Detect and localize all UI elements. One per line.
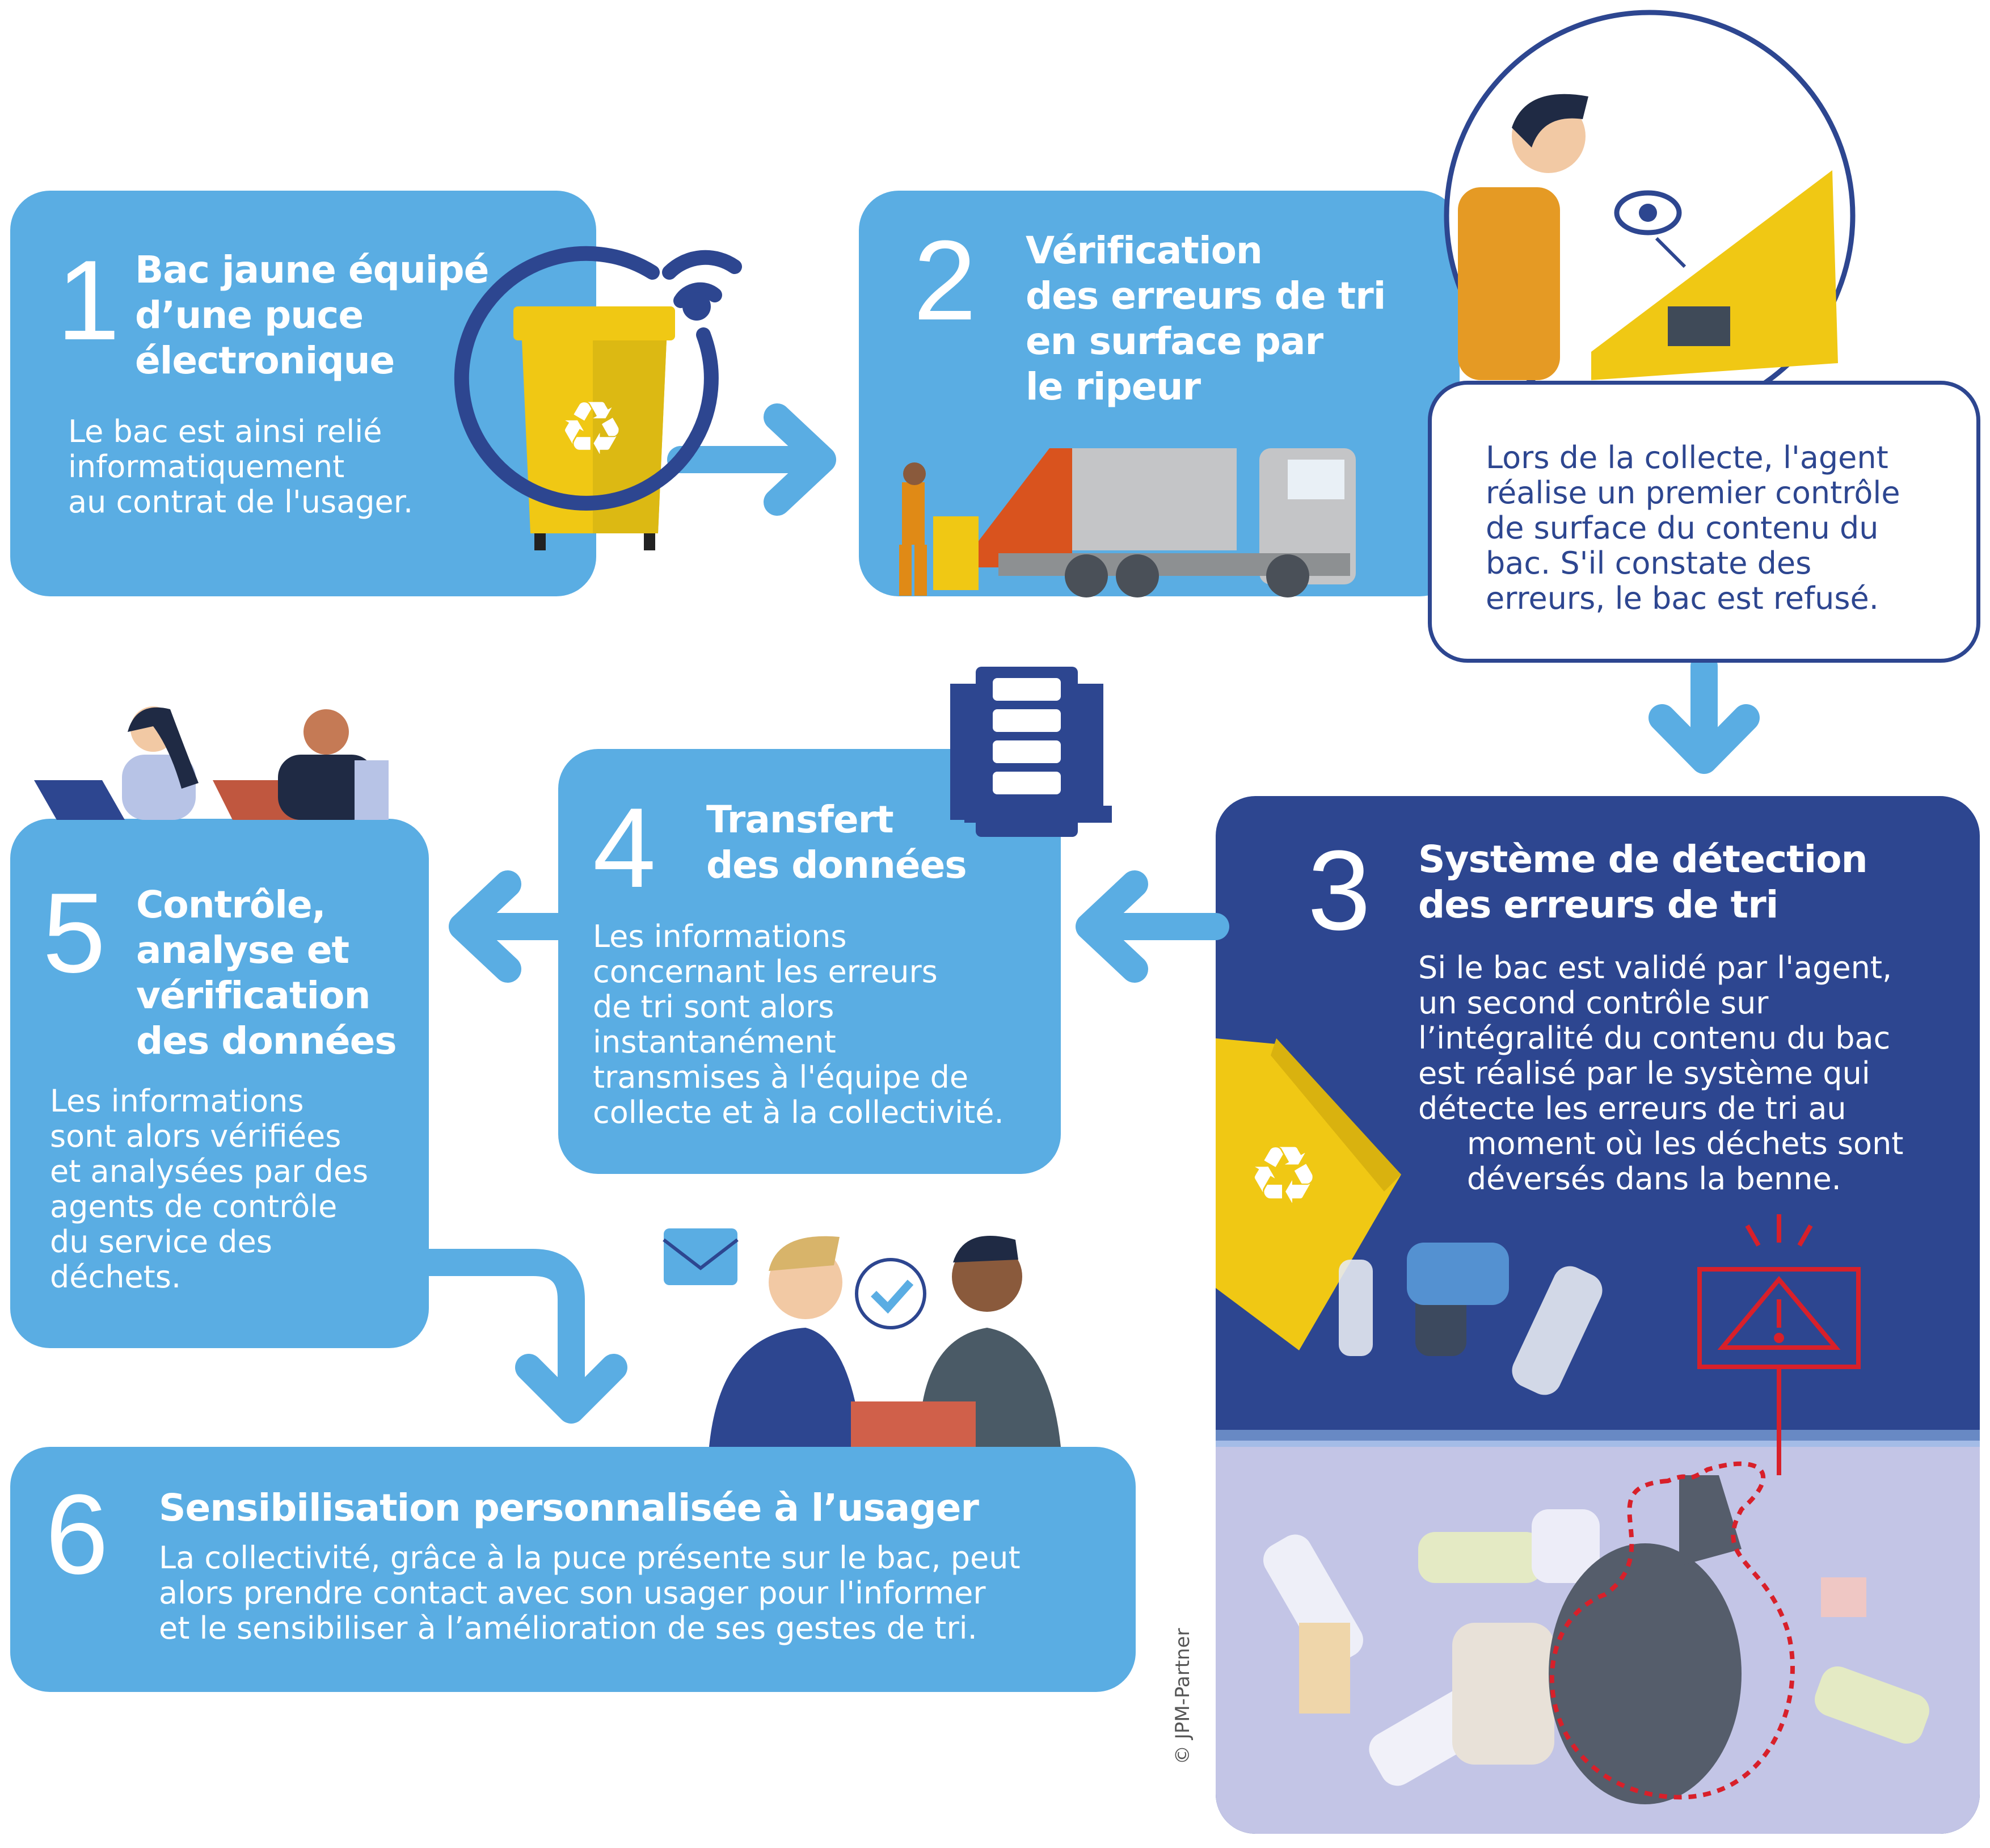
- arrow-4-to-5: [449, 870, 572, 983]
- svg-text:♻: ♻: [559, 385, 625, 472]
- step-6-description: La collectivité, grâce à la puce présent…: [159, 1540, 1021, 1646]
- step-4-number: 4: [593, 785, 656, 911]
- step-2-number: 2: [913, 217, 977, 344]
- step-1-card: [10, 191, 596, 596]
- step-5-number: 5: [43, 870, 106, 996]
- step-6-number: 6: [45, 1471, 109, 1598]
- yellow-bin-icon: ♻: [513, 306, 675, 550]
- step-3-description: Si le bac est validé par l'agent, un sec…: [1418, 950, 1904, 1197]
- warning-alert-icon: [1697, 1214, 1861, 1475]
- step-3-number: 3: [1308, 827, 1371, 954]
- call-center-operators-icon: [34, 706, 389, 820]
- step-1-description: Le bac est ainsi relié informatiquement …: [68, 414, 414, 520]
- garbage-truck-icon: [899, 448, 1356, 597]
- step-6-card: [10, 1447, 1136, 1692]
- svg-text:♻: ♻: [1248, 1130, 1319, 1222]
- step-1-title: Bac jaune équipé d’une puce électronique: [135, 248, 489, 382]
- arrow-1-to-2: [667, 403, 836, 516]
- step-1-number: 1: [57, 237, 120, 364]
- agent-and-user-illustration: [663, 1228, 1061, 1447]
- step-3-background: ♻: [1216, 796, 1980, 1834]
- step-5-description: Les informations sont alors vérifiées et…: [50, 1083, 369, 1295]
- step-4-title: Transfert des données: [706, 798, 967, 887]
- arrow-2-to-3: [1649, 653, 1760, 774]
- tipping-bin-icon: ♻: [1216, 1038, 1401, 1350]
- step-5-title: Contrôle, analyse et vérification des do…: [136, 883, 397, 1063]
- arrow-5-to-6: [415, 1249, 627, 1424]
- step-4-description: Les informations concernant les erreurs …: [593, 919, 1004, 1130]
- step-2-title: Vérification des erreurs de tri en surfa…: [1026, 229, 1386, 409]
- step-6-title: Sensibilisation personnalisée à l’usager: [159, 1486, 979, 1530]
- waste-bottles-icon: [1263, 1243, 1929, 1786]
- server-icon: [950, 667, 1112, 837]
- step-5-card: [10, 819, 429, 1348]
- agent-checking-bin-illustration: [1444, 10, 1856, 422]
- step-2-callout: Lors de la collecte, l'agent réalise un …: [1428, 381, 1980, 663]
- arrow-3-to-4: [1076, 870, 1229, 983]
- flow-arrows: [415, 403, 1760, 1424]
- garbage-bag-icon: [1549, 1461, 1795, 1804]
- step-3-title: Système de détection des erreurs de tri: [1418, 837, 1868, 927]
- copyright-notice: © JPM-Partner: [1171, 1628, 1194, 1765]
- wifi-signal-icon: [454, 246, 742, 511]
- step-2-description: Lors de la collecte, l'agent réalise un …: [1486, 440, 1900, 616]
